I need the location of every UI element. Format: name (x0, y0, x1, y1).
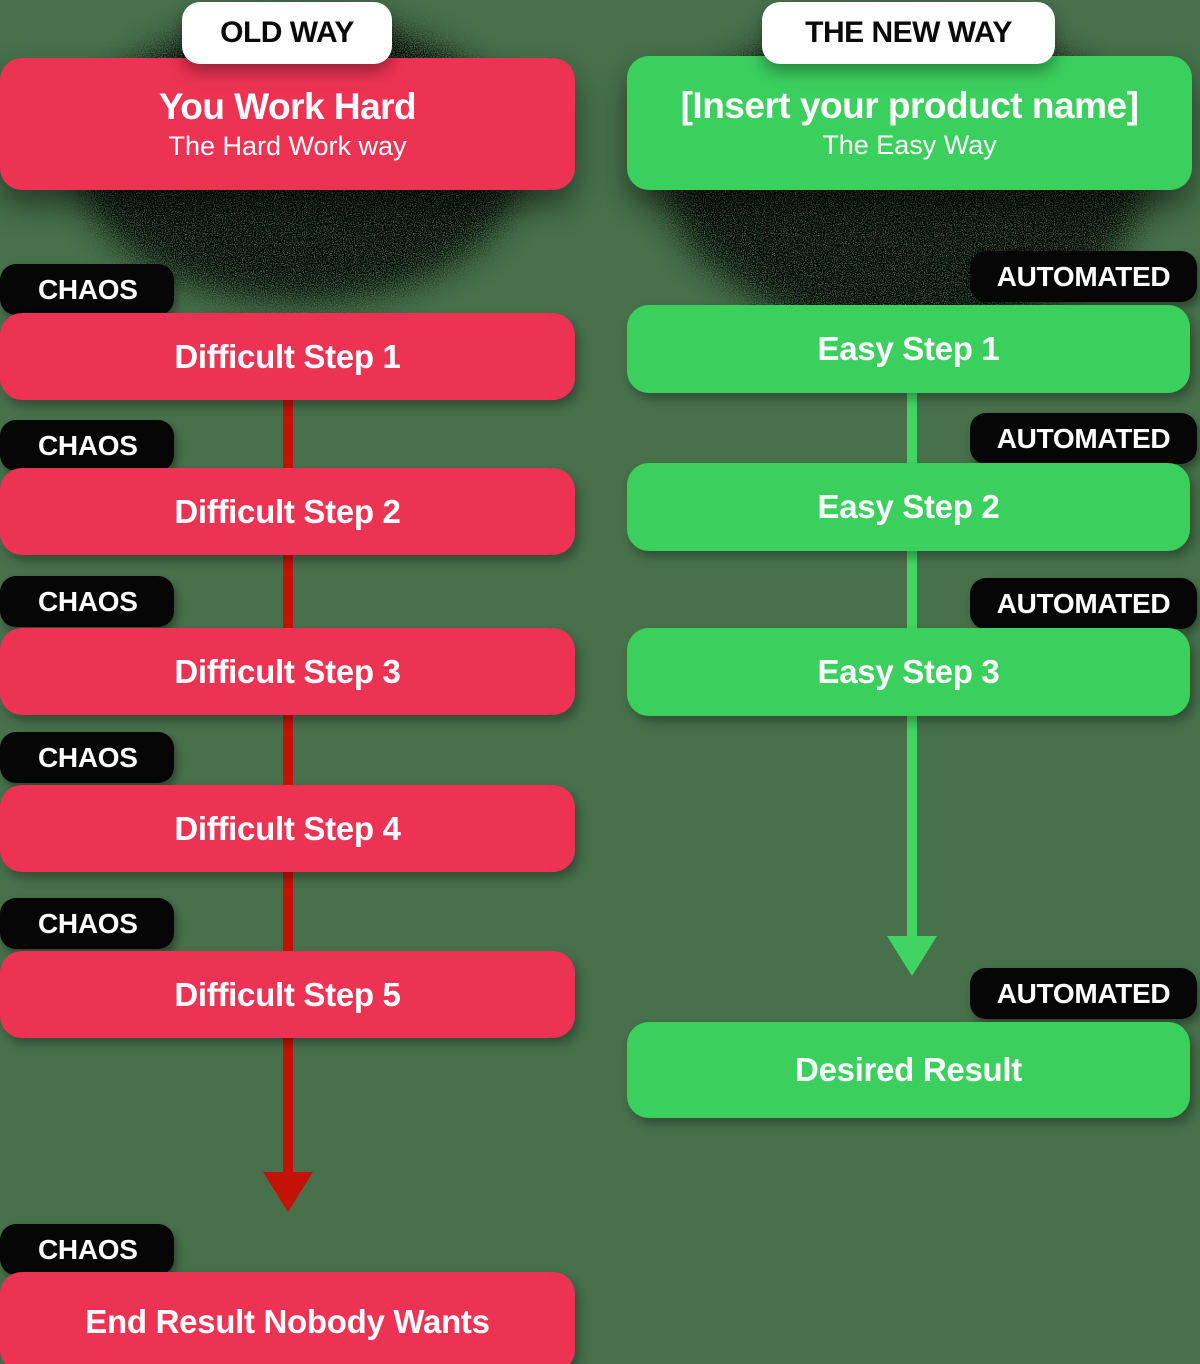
new-way-title: [Insert your product name] (680, 84, 1139, 126)
step-label: Difficult Step 2 (174, 492, 401, 530)
old-way-title: You Work Hard (158, 85, 417, 127)
automated-tag: AUTOMATED (970, 968, 1197, 1019)
new-way-result-box: Desired Result (627, 1022, 1190, 1118)
new-way-badge: THE NEW WAY (762, 2, 1055, 64)
chaos-tag: CHAOS (0, 264, 174, 315)
difficult-step-2-box: Difficult Step 2 (0, 468, 575, 555)
new-way-header-box: [Insert your product name] The Easy Way (627, 56, 1192, 190)
step-label: Easy Step 3 (817, 653, 1000, 690)
step-label: Difficult Step 4 (174, 809, 401, 847)
difficult-step-1-box: Difficult Step 1 (0, 313, 575, 400)
new-way-arrowhead-icon (887, 936, 937, 976)
difficult-step-3-box: Difficult Step 3 (0, 628, 575, 715)
difficult-step-5-box: Difficult Step 5 (0, 951, 575, 1038)
chaos-tag: CHAOS (0, 576, 174, 627)
new-way-subtitle: The Easy Way (822, 130, 997, 161)
easy-step-2-box: Easy Step 2 (627, 463, 1190, 551)
result-label: End Result Nobody Wants (85, 1303, 490, 1340)
chaos-tag: CHAOS (0, 1224, 174, 1275)
old-way-result-box: End Result Nobody Wants (0, 1272, 575, 1364)
automated-tag: AUTOMATED (970, 251, 1197, 302)
chaos-tag: CHAOS (0, 420, 174, 471)
step-label: Difficult Step 1 (174, 337, 401, 375)
chaos-tag: CHAOS (0, 732, 174, 783)
automated-tag: AUTOMATED (970, 578, 1197, 629)
step-label: Difficult Step 5 (174, 975, 401, 1013)
step-label: Difficult Step 3 (174, 652, 401, 690)
easy-step-3-box: Easy Step 3 (627, 628, 1190, 716)
old-way-arrowhead-icon (263, 1172, 313, 1212)
easy-step-1-box: Easy Step 1 (627, 305, 1190, 393)
result-label: Desired Result (795, 1051, 1022, 1088)
old-way-subtitle: The Hard Work way (168, 131, 407, 162)
difficult-step-4-box: Difficult Step 4 (0, 785, 575, 872)
step-label: Easy Step 1 (817, 330, 1000, 367)
automated-tag: AUTOMATED (970, 413, 1197, 464)
old-way-badge: OLD WAY (182, 2, 392, 64)
chaos-tag: CHAOS (0, 898, 174, 949)
step-label: Easy Step 2 (817, 488, 1000, 525)
old-way-header-box: You Work Hard The Hard Work way (0, 58, 575, 190)
